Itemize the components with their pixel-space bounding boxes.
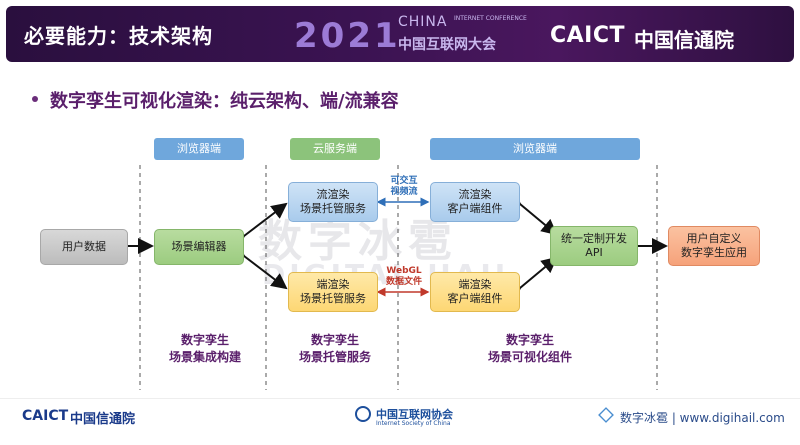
node-label-line1: 端渲染: [316, 278, 350, 291]
node-edge-render-service: 端渲染 场景托管服务: [288, 272, 378, 312]
slide-subtitle: 数字孪生可视化渲染：纯云架构、端/流兼容: [50, 91, 399, 112]
bullet-dot: [32, 96, 38, 102]
node-edge-client: 端渲染 客户端组件: [430, 272, 520, 312]
node-scene-editor-label: 场景编辑器: [171, 240, 227, 253]
node-label-line2: 客户端组件: [447, 202, 503, 215]
caption-line2: 场景集成构建: [168, 350, 241, 364]
footer-divider: [0, 398, 800, 399]
arrow-editor-stream: [228, 202, 288, 251]
node-label-line1: 端渲染: [458, 278, 492, 291]
node-api: 统一定制开发 API: [550, 226, 638, 266]
caption-line2: 场景托管服务: [298, 350, 371, 364]
node-label-line1: 统一定制开发: [561, 232, 627, 245]
caict-name: 中国信通院: [634, 28, 734, 52]
node-label-line1: 流渲染: [316, 188, 350, 201]
node-label-line1: 用户自定义: [686, 232, 742, 245]
section-header-browser-right: 浏览器端: [430, 138, 640, 160]
caption-line2: 场景可视化组件: [487, 350, 572, 364]
footer-isc-english: Internet Society of China: [376, 420, 451, 427]
node-label-line2: 场景托管服务: [300, 202, 366, 215]
footer-digihail: 数字冰雹 | www.digihail.com: [620, 411, 785, 425]
caption-right: 数字孪生 场景可视化组件: [465, 332, 595, 366]
event-name: 中国互联网大会: [398, 37, 496, 53]
caption-line1: 数字孪生: [505, 333, 554, 347]
node-stream-client: 流渲染 客户端组件: [430, 182, 520, 222]
caict-logo: CAICT: [550, 23, 626, 48]
caption-middle: 数字孪生 场景托管服务: [280, 332, 390, 366]
section-header-cloud: 云服务端: [290, 138, 380, 160]
node-label-line2: 数字孪生应用: [681, 246, 747, 259]
node-user-data: 用户数据: [40, 229, 128, 265]
node-stream-render-service: 流渲染 场景托管服务: [288, 182, 378, 222]
node-label-line2: 场景托管服务: [300, 292, 366, 305]
header-banner: 必要能力：技术架构 2021 CHINA INTERNET CONFERENCE…: [6, 6, 794, 62]
caption-left: 数字孪生 场景集成构建: [150, 332, 260, 366]
arrow-editor-edge: [228, 241, 288, 290]
node-label-line2: 客户端组件: [447, 292, 503, 305]
edge-label-stream: 可交互 视频流: [382, 176, 426, 198]
isc-logo-icon: [355, 406, 371, 422]
node-user-data-label: 用户数据: [62, 240, 106, 253]
footer-caict-name: 中国信通院: [70, 412, 136, 427]
event-conference-text: INTERNET CONFERENCE: [454, 15, 527, 22]
node-user-app: 用户自定义 数字孪生应用: [668, 226, 760, 266]
edge-label-line2: 视频流: [390, 187, 418, 197]
caption-line1: 数字孪生: [180, 333, 229, 347]
node-label-line1: 流渲染: [458, 188, 492, 201]
edge-label-line1: 可交互: [390, 176, 418, 186]
edge-label-webgl: WebGL 数据文件: [378, 266, 430, 288]
node-label-line2: API: [585, 246, 603, 259]
event-year-logo: 2021: [294, 16, 401, 56]
caption-line1: 数字孪生: [310, 333, 359, 347]
edge-label-line1: WebGL: [386, 266, 422, 276]
footer-isc-name: 中国互联网协会: [376, 408, 453, 421]
watermark-cn: 数字冰雹: [258, 216, 458, 267]
slide-title: 必要能力：技术架构: [24, 24, 213, 48]
event-china-text: CHINA: [398, 14, 448, 30]
section-header-browser-left: 浏览器端: [154, 138, 244, 160]
edge-label-line2: 数据文件: [385, 277, 422, 287]
footer-caict-logo: CAICT: [22, 408, 69, 424]
node-scene-editor: 场景编辑器: [154, 229, 244, 265]
